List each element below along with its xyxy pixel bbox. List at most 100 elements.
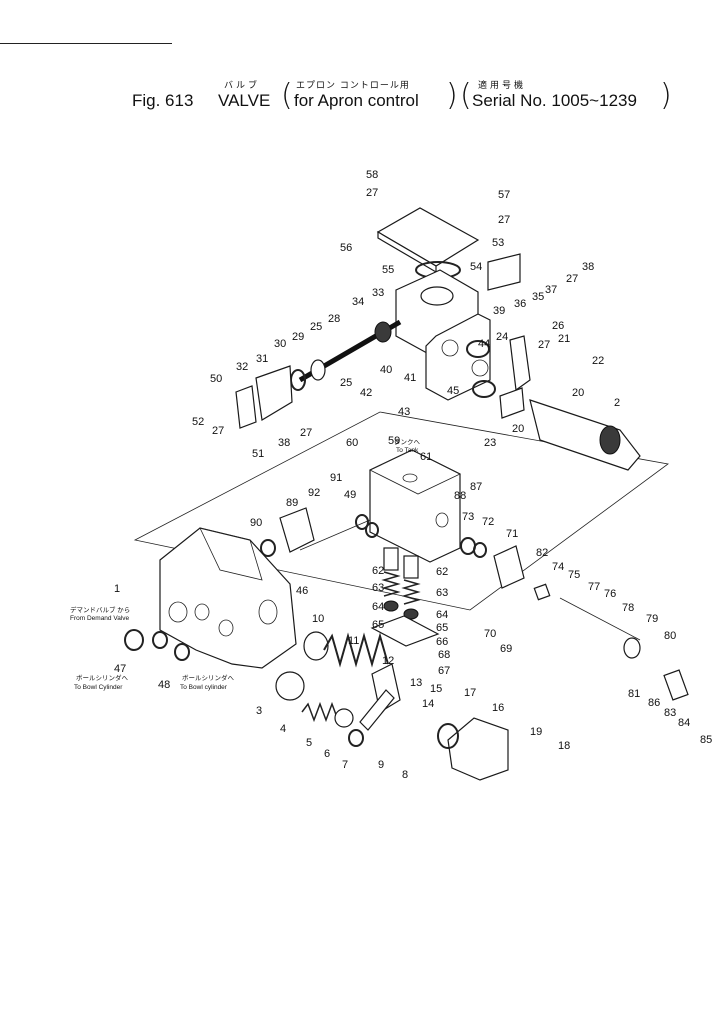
callout-23: 23 (484, 437, 496, 449)
callout-27: 27 (538, 339, 550, 351)
body-port (420, 286, 454, 306)
callout-52: 52 (192, 416, 204, 428)
callout-63: 63 (436, 587, 448, 599)
callout-62: 62 (372, 565, 384, 577)
note-tank-jp: タンクへ (394, 437, 421, 446)
cap-84 (663, 669, 689, 701)
usage-en: for Apron control (294, 91, 419, 110)
spring-11 (323, 632, 389, 668)
callout-34: 34 (352, 296, 364, 308)
callout-43: 43 (398, 406, 410, 418)
note-bowl2-jp: ボールシリンダへ (182, 673, 235, 682)
usage-jp: エプロン コントロール用 (296, 81, 410, 91)
title-en: VALVE (218, 91, 271, 110)
o-ring-45 (472, 380, 496, 398)
o-ring-48b (174, 643, 190, 661)
callout-92: 92 (308, 487, 320, 499)
callout-20: 20 (512, 423, 524, 435)
note-demand-jp: デマンドバルブ から (70, 605, 130, 614)
callout-21: 21 (558, 333, 570, 345)
callout-87: 87 (470, 481, 482, 493)
callout-60: 60 (346, 437, 358, 449)
plate-20 (499, 387, 525, 419)
flange-71 (493, 545, 525, 589)
callout-68: 68 (438, 649, 450, 661)
callout-77: 77 (588, 581, 600, 593)
port-44 (441, 339, 459, 357)
part-74 (533, 583, 551, 601)
o-ring-17 (437, 723, 459, 749)
block-port-side (435, 512, 449, 528)
pipe-line (299, 519, 371, 551)
o-ring-44 (466, 340, 490, 358)
plate-66 (370, 615, 440, 647)
callout-47: 47 (114, 663, 126, 675)
callout-80: 80 (664, 630, 676, 642)
gear-33 (374, 321, 392, 343)
callout-32: 32 (236, 361, 248, 373)
callout-55: 55 (382, 264, 394, 276)
top-rule (0, 43, 172, 44)
callout-49: 49 (344, 489, 356, 501)
callout-5: 5 (306, 737, 312, 749)
spring-63b (401, 579, 421, 605)
callout-66: 66 (436, 636, 448, 648)
port-45 (471, 359, 489, 377)
note-bowl1-en: To Bowl Cylinder (74, 684, 123, 691)
callout-48: 48 (158, 679, 170, 691)
spring-4 (301, 701, 339, 723)
title-jp: バルブ (224, 81, 261, 91)
callout-64: 64 (436, 609, 448, 621)
callout-75: 75 (568, 569, 580, 581)
callout-42: 42 (360, 387, 372, 399)
poppet-64b (403, 608, 419, 620)
callout-73: 73 (462, 511, 474, 523)
callout-14: 14 (422, 698, 434, 710)
callout-70: 70 (484, 628, 496, 640)
block-port (402, 473, 418, 483)
paren-open-1: ( (281, 78, 293, 113)
callout-67: 67 (438, 665, 450, 677)
callout-54: 54 (470, 261, 482, 273)
callout-74: 74 (552, 561, 564, 573)
callout-85: 85 (700, 734, 712, 746)
lower-plane-outline (133, 411, 669, 611)
callout-2: 2 (614, 397, 620, 409)
fig-label: Fig. 613 (132, 91, 194, 110)
callout-45: 45 (447, 385, 459, 397)
spool-end (599, 425, 621, 455)
plug-3 (275, 671, 305, 701)
callout-59: 59 (388, 435, 400, 447)
callout-76: 76 (604, 588, 616, 600)
note-bowl2-en: To Bowl cylinder (180, 684, 228, 691)
callout-3: 3 (256, 705, 262, 717)
callout-38: 38 (582, 261, 594, 273)
callout-27: 27 (300, 427, 312, 439)
callout-27: 27 (498, 214, 510, 226)
callout-86: 86 (648, 697, 660, 709)
figure-header: Fig. 613 バルブ VALVE ( エプロン コントロール用 for Ap… (0, 78, 718, 118)
port-demand (168, 601, 188, 623)
callout-27: 27 (366, 187, 378, 199)
callout-7: 7 (342, 759, 348, 771)
note-tank-en: To Tank (396, 447, 419, 454)
o-ring-6 (348, 729, 364, 747)
paren-open-2: ( (460, 78, 472, 113)
o-ring-49a (355, 514, 369, 530)
note-bowl1-jp: ボールシリンダへ (76, 673, 129, 682)
callout-72: 72 (482, 516, 494, 528)
callout-10: 10 (312, 613, 324, 625)
callout-25: 25 (310, 321, 322, 333)
callout-39: 39 (493, 305, 505, 317)
callout-65: 65 (372, 619, 384, 631)
o-ring-90 (260, 539, 276, 557)
callout-57: 57 (498, 189, 510, 201)
callout-82: 82 (536, 547, 548, 559)
callout-46: 46 (296, 585, 308, 597)
cap-62b (403, 555, 419, 579)
callout-16: 16 (492, 702, 504, 714)
o-ring-48a (152, 631, 168, 649)
callout-50: 50 (210, 373, 222, 385)
o-ring-47 (124, 629, 144, 651)
